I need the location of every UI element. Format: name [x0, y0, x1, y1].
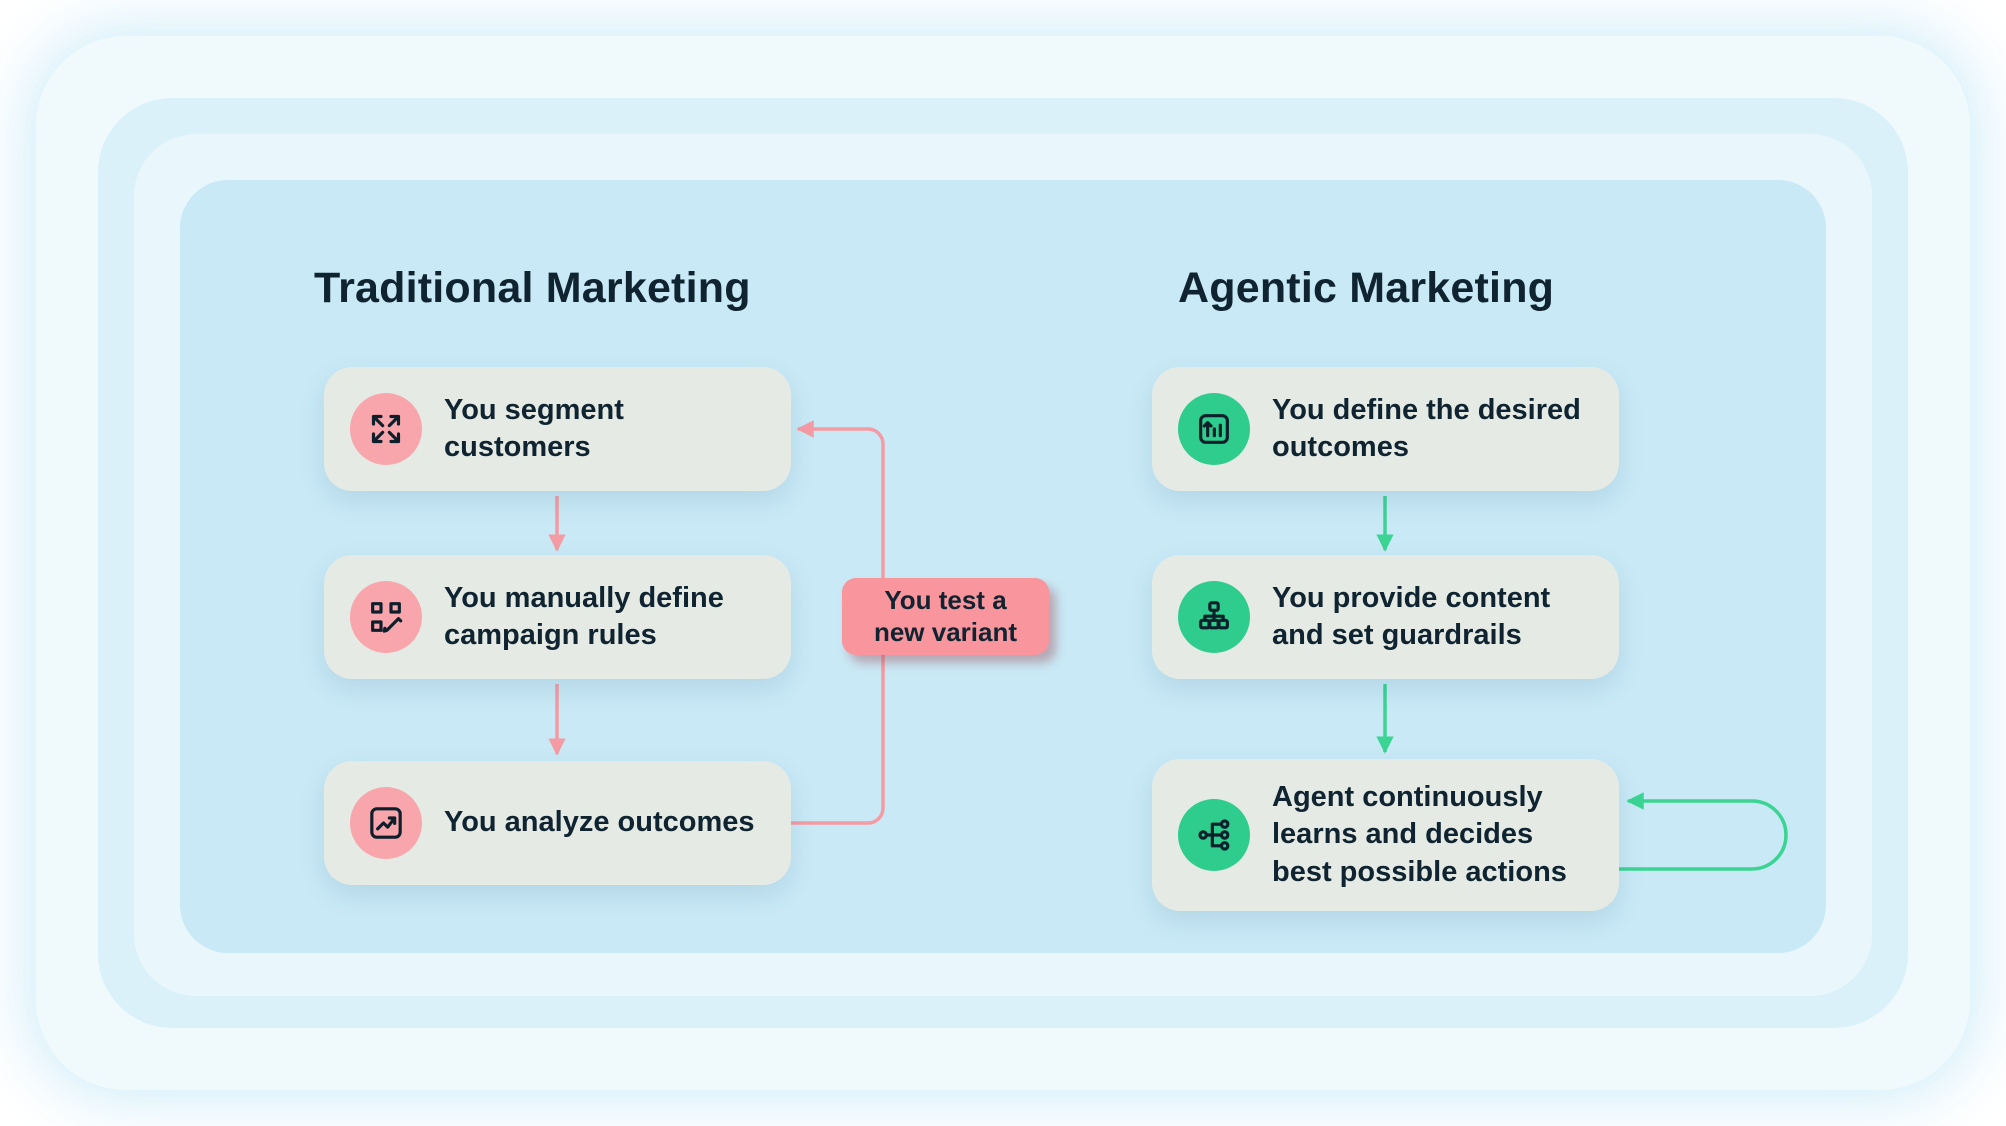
- card-label: You provide content and set guardrails: [1272, 581, 1551, 651]
- card-content-guardrails: You provide content and set guardrails: [1152, 555, 1619, 679]
- card-label: You analyze outcomes: [444, 806, 755, 839]
- segment-expand-arrows-icon: [350, 393, 422, 465]
- agentic-marketing-title: Agentic Marketing: [1178, 264, 1555, 312]
- card-label: You manually define campaign rules: [444, 581, 724, 651]
- diagram-panel: Traditional Marketing Agentic Marketing …: [180, 180, 1826, 953]
- campaign-rules-icon: [350, 581, 422, 653]
- define-outcomes-icon: [1178, 393, 1250, 465]
- test-new-variant-box: You test a new variant: [842, 578, 1049, 655]
- card-define-outcomes: You define the desired outcomes: [1152, 367, 1619, 491]
- card-analyze-outcomes: You analyze outcomes: [324, 761, 791, 885]
- agent-learning-icon: [1178, 799, 1250, 871]
- card-agent-learns: Agent continuously learns and decides be…: [1152, 759, 1619, 911]
- guardrails-sitemap-icon: [1178, 581, 1250, 653]
- green-self-loop: [1619, 792, 1788, 871]
- test-new-variant-label: You test a new variant: [873, 584, 1018, 647]
- card-segment-customers: You segment customers: [324, 367, 791, 491]
- traditional-marketing-title: Traditional Marketing: [314, 264, 751, 312]
- card-campaign-rules: You manually define campaign rules: [324, 555, 791, 679]
- card-label: You segment customers: [444, 393, 624, 463]
- card-label: Agent continuously learns and decides be…: [1272, 781, 1567, 888]
- analyze-chart-icon: [350, 787, 422, 859]
- card-label: You define the desired outcomes: [1272, 393, 1581, 463]
